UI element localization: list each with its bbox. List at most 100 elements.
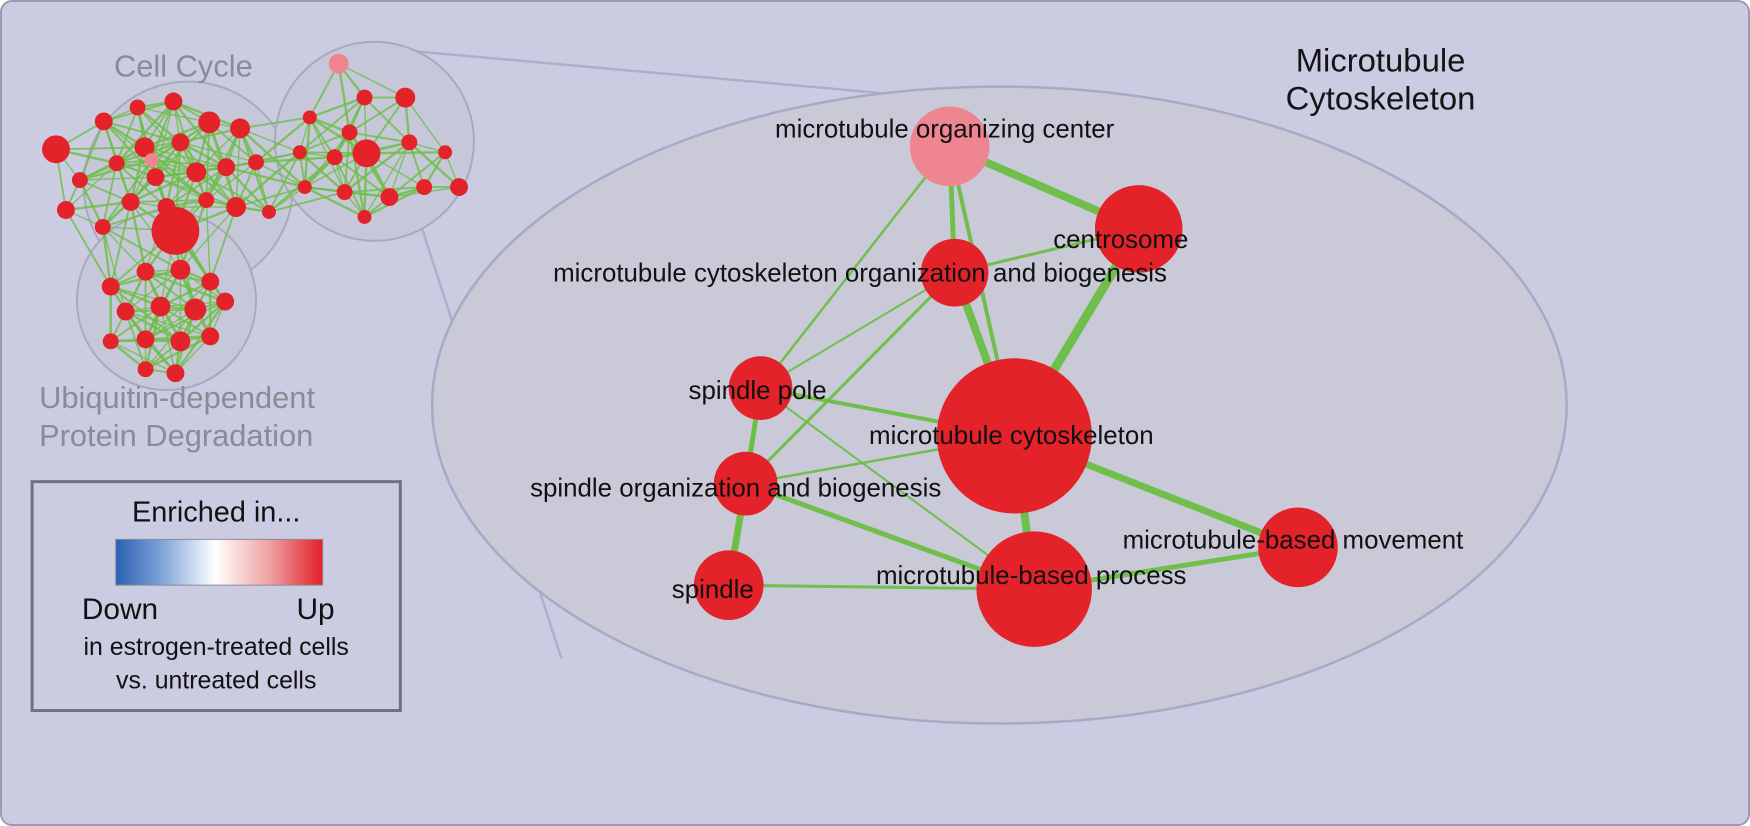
overview-node xyxy=(297,180,312,195)
overview-edge xyxy=(125,269,181,313)
overview-edge xyxy=(151,159,227,169)
zoom-node-label-centrosome: centrosome xyxy=(1053,226,1188,254)
overview-edge xyxy=(102,226,181,271)
overview-node xyxy=(248,154,264,171)
legend-gradient-bar xyxy=(115,538,324,586)
overview-node xyxy=(326,149,343,166)
overview-edge xyxy=(145,335,211,371)
overview-edge xyxy=(102,226,127,312)
overview-node xyxy=(171,133,190,152)
overview-edge xyxy=(110,305,162,343)
overview-edge xyxy=(101,226,112,287)
overview-node xyxy=(170,331,191,352)
overview-node xyxy=(357,209,372,224)
zoom-node-label-sob: spindle organization and biogenesis xyxy=(530,475,941,503)
overview-node xyxy=(116,302,135,321)
overview-edge xyxy=(268,186,306,213)
overview-node xyxy=(186,162,207,183)
zoom-node-sob xyxy=(713,451,778,516)
overview-node xyxy=(438,145,453,160)
overview-edge xyxy=(239,127,301,153)
zoom-node-label-moc: microtubule organizing center xyxy=(775,115,1115,143)
overview-edge xyxy=(388,142,410,198)
overview-edge xyxy=(404,97,446,153)
overview-edge xyxy=(363,141,410,218)
overview-edge xyxy=(205,200,211,282)
overview-edge xyxy=(209,206,238,282)
overview-edge xyxy=(225,166,270,213)
zoom-node-mbp xyxy=(976,531,1092,647)
overview-edge xyxy=(309,96,365,119)
overview-node xyxy=(42,135,70,164)
overview-edge xyxy=(78,179,104,228)
legend-down-label: Down xyxy=(82,593,158,626)
overview-node xyxy=(201,272,220,291)
overview-node xyxy=(101,277,120,296)
zoom-node-mtco xyxy=(920,238,989,307)
overview-edge xyxy=(144,146,227,168)
zoom-node-label-mbm: microtubule-based movement xyxy=(1123,526,1464,554)
overview-node xyxy=(198,192,215,208)
overview-node xyxy=(71,172,88,189)
overview-node xyxy=(129,99,146,116)
zoom-node-label-spole: spindle pole xyxy=(689,377,827,405)
zoom-title-line1: Microtubule xyxy=(1296,42,1466,79)
overview-edge xyxy=(239,116,310,130)
zoom-node-label-mtc: microtubule cytoskeleton xyxy=(869,422,1154,450)
overview-edge xyxy=(205,161,257,201)
overview-edge xyxy=(101,159,153,228)
overview-node xyxy=(230,118,251,139)
overview-node xyxy=(302,110,317,125)
overview-node xyxy=(121,193,140,211)
overview-edge xyxy=(180,141,257,163)
overview-edge xyxy=(130,171,197,204)
overview-edge xyxy=(79,179,131,203)
zoom-node-label-mbp: microtubule-based process xyxy=(876,562,1186,590)
overview-edge xyxy=(102,226,147,273)
legend-up-label: Up xyxy=(296,593,334,626)
overview-node xyxy=(170,259,191,280)
overview-node xyxy=(164,92,183,111)
overview-edge xyxy=(255,161,306,188)
overview-edge xyxy=(78,121,105,181)
overview-node xyxy=(136,330,155,349)
overview-edge xyxy=(115,100,175,165)
overview-edge xyxy=(179,300,226,343)
overview-edge xyxy=(145,300,226,341)
zoom-node-spole xyxy=(728,356,793,420)
zoom-node-label-spindle: spindle xyxy=(672,576,754,604)
overview-edge xyxy=(101,163,118,228)
overview-node xyxy=(184,298,207,321)
overview-nodes xyxy=(42,53,468,383)
overview-edge xyxy=(129,201,147,272)
zoom-nodes xyxy=(693,106,1338,647)
zoom-node-mbm xyxy=(1258,507,1338,588)
overview-edge xyxy=(225,166,306,189)
overview-edge xyxy=(115,107,139,164)
overview-edge xyxy=(179,206,237,271)
zoom-edge-mtco-spole xyxy=(760,271,956,389)
overview-node xyxy=(137,361,154,378)
zoom-title-line2: Cytoskeleton xyxy=(1286,79,1476,116)
legend: Enriched in... Down Up in estrogen-treat… xyxy=(30,480,402,713)
zoom-node-centrosome xyxy=(1094,185,1183,273)
overview-edge xyxy=(268,151,301,213)
overview-edge xyxy=(110,285,196,311)
overview-node xyxy=(136,262,155,281)
overview-edge xyxy=(255,162,270,213)
overview-edge xyxy=(137,106,210,124)
overview-node xyxy=(150,296,171,317)
overview-edge xyxy=(344,186,425,194)
overview-node xyxy=(292,145,307,160)
overview-edge xyxy=(343,132,351,193)
overview-node xyxy=(217,158,236,177)
overview-edge xyxy=(255,116,311,164)
overview-edge xyxy=(109,201,132,287)
overview-edge xyxy=(179,141,237,208)
overview-edge xyxy=(337,63,351,133)
cell-cycle-label: Cell Cycle xyxy=(114,49,253,84)
overview-edge xyxy=(110,340,176,374)
overview-node xyxy=(341,124,358,141)
overview-node xyxy=(146,168,165,187)
overview-node xyxy=(216,292,235,311)
